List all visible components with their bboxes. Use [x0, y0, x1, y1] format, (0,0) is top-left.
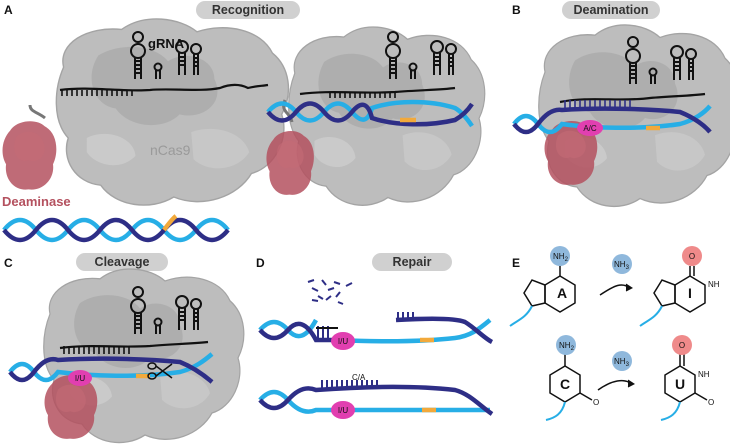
oxygen-label-u: O [679, 341, 685, 350]
oxygen-circle-u [672, 335, 692, 355]
grna-a [59, 83, 269, 92]
ammonia-label-top: NH3 [614, 260, 630, 271]
ammonia-circle-bottom [612, 351, 632, 371]
deamination-arrow-bottom [597, 379, 633, 391]
dna-strand-dark-b [512, 106, 712, 135]
adenine-structure [509, 266, 576, 327]
panel-b-letter: B [512, 3, 521, 17]
amine-label-c: NH2 [559, 341, 575, 352]
grna-label: gRNA [148, 36, 185, 51]
title-repair: Repair [393, 255, 432, 269]
arrowhead-top [625, 283, 633, 292]
site-oval-b [577, 120, 603, 136]
dna-strand-dark-a2 [266, 101, 474, 127]
base-a-label: A [557, 285, 567, 301]
site-label-d-bottom: I/U [338, 406, 348, 415]
dna-teeth-d-bottom [321, 380, 378, 388]
uracil-oxygen: O [708, 398, 714, 407]
oxygen-label-i: O [689, 252, 695, 261]
panel-c-letter: C [4, 256, 13, 270]
scissors-icon [147, 362, 173, 380]
dna-teeth-d-top [397, 312, 414, 320]
dna-dark-d-top [395, 316, 494, 345]
title-deamination: Deamination [573, 3, 648, 17]
panel-a: A Recognition gRNA nCas9 Deaminase [2, 1, 300, 243]
dna-strand-dark-a [2, 217, 230, 243]
site-oval-d-bottom [331, 401, 355, 419]
panel-d-letter: D [256, 256, 265, 270]
inosine-structure [639, 266, 706, 327]
deaminase-a2 [266, 131, 314, 195]
panel-e-letter: E [512, 256, 520, 270]
ammonia-label-bottom: NH3 [614, 357, 630, 368]
dna-strand-dark-c [8, 356, 214, 384]
panel-a-bound [266, 26, 486, 206]
linker-a [28, 104, 46, 120]
panel-d: D Repair I/U C/A I/U [256, 253, 494, 419]
ncas9-label: nCas9 [150, 142, 191, 158]
panel-c: C Cleavage I/U [4, 253, 245, 444]
site-label-d-top: I/U [338, 337, 348, 346]
ammonia-circle-top [612, 254, 632, 274]
dna-strand-light-a [2, 217, 230, 243]
title-recognition: Recognition [212, 3, 284, 17]
base-i-label: I [688, 285, 692, 301]
title-box-repair [372, 253, 452, 271]
deaminase-label: Deaminase [2, 194, 71, 209]
inosine-nh: NH [708, 280, 720, 289]
excised-fragments [307, 279, 353, 305]
oxygen-circle-i [682, 246, 702, 266]
dna-strand-light-b [512, 104, 712, 135]
title-box-deamination [562, 1, 660, 19]
site-oval-c [68, 370, 92, 386]
deaminase-c [44, 375, 98, 439]
cytosine-oxygen: O [593, 398, 599, 407]
base-u-label: U [675, 376, 685, 392]
cytosine-structure [545, 354, 593, 421]
panel-a-letter: A [4, 3, 13, 17]
uracil-structure [660, 354, 708, 421]
arrowhead-bottom [627, 379, 635, 388]
site-label-c: I/U [75, 374, 85, 383]
grna-spacer-teeth-a [61, 90, 133, 96]
title-box-recognition [196, 1, 300, 19]
repaired-label-d: C/A [352, 373, 366, 382]
dna-dark-d-top-left [258, 321, 336, 343]
deamination-arrow-top [599, 284, 631, 296]
grna-b [559, 92, 706, 104]
amine-circle-c [556, 335, 576, 355]
amine-circle-a [550, 246, 570, 266]
amine-label-a: NH2 [553, 252, 569, 263]
base-c-label: C [560, 376, 570, 392]
title-box-cleavage [76, 253, 168, 271]
uracil-nh: NH [698, 370, 710, 379]
panel-b: B Deamination A/C [512, 1, 730, 208]
title-cleavage: Cleavage [95, 255, 150, 269]
deaminase-protein [2, 121, 57, 190]
dna-strand-light-c [8, 352, 214, 383]
site-label-b: A/C [583, 124, 597, 133]
panel-e: E NH2 A NH3 O I NH [509, 246, 720, 421]
grna-teeth-a2 [329, 92, 396, 98]
site-oval-d-top [331, 332, 355, 350]
target-base-a [162, 214, 178, 232]
dna-dark-d-bottom [258, 384, 494, 416]
grna-teeth-c [63, 346, 130, 354]
